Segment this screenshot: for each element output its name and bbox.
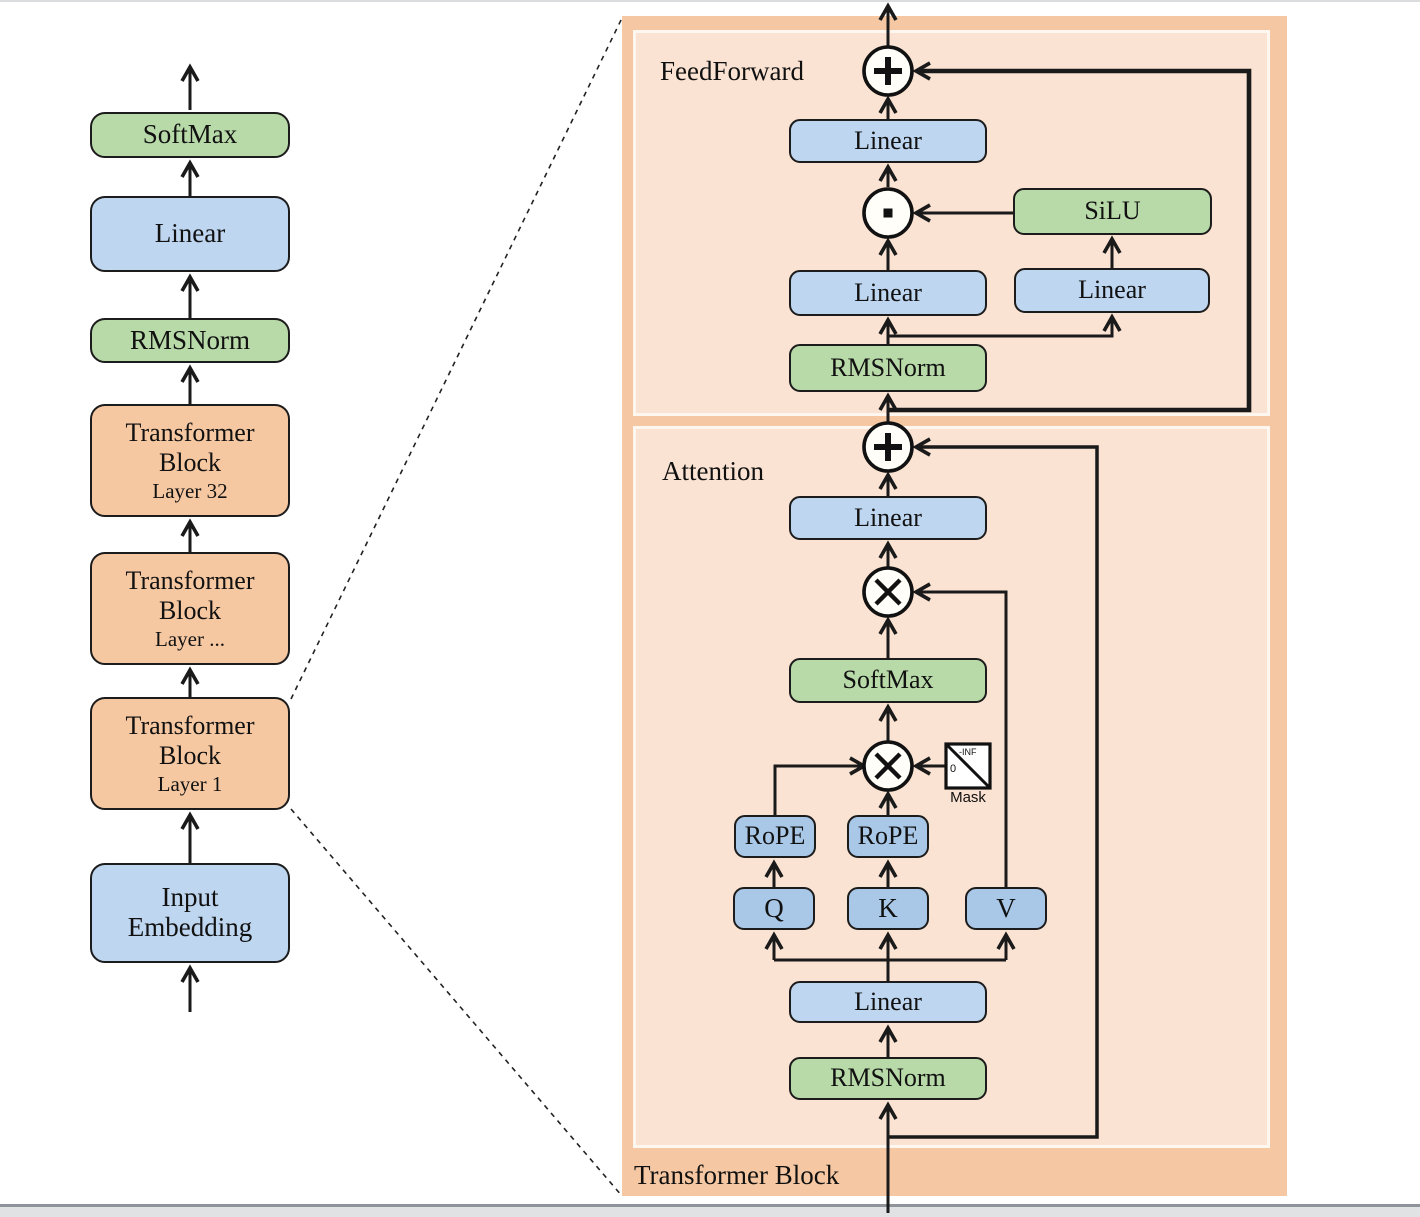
left-transformer-block-32: Transformer Block Layer 32 (90, 404, 290, 517)
left-linear-label: Linear (154, 218, 226, 249)
attention-section-label: Attention (662, 456, 764, 486)
attn-output-linear-box: Linear (789, 496, 987, 540)
attn-output-linear-label: Linear (854, 502, 922, 532)
attn-v-box: V (965, 887, 1047, 930)
left-input-embedding-box: Input Embedding (90, 863, 290, 963)
attn-softmax-box: SoftMax (789, 658, 987, 703)
feedforward-section-label: FeedForward (660, 56, 804, 86)
attn-rope-k-label: RoPE (857, 821, 919, 851)
attn-softmax-label: SoftMax (842, 665, 934, 695)
left-linear-box: Linear (90, 196, 290, 272)
ff-gate-linear-label: Linear (854, 277, 922, 307)
block-subtitle: Layer ... (155, 626, 225, 651)
attn-q-box: Q (733, 887, 815, 930)
attn-rmsnorm-label: RMSNorm (830, 1063, 946, 1093)
attn-q-label: Q (764, 892, 784, 923)
attn-v-label: V (996, 892, 1016, 923)
feedforward-residual-wire (888, 61, 1252, 413)
input-embedding-label: Input Embedding (127, 882, 253, 942)
top-frame-line (0, 0, 1420, 2)
matmul-icon-qk (862, 740, 914, 792)
left-transformer-block-1: Transformer Block Layer 1 (90, 697, 290, 810)
block-title: Transformer Block (125, 418, 255, 477)
matmul-icon-scores-v (862, 566, 914, 618)
transformer-block-panel-label: Transformer Block (634, 1160, 840, 1190)
left-rmsnorm-label: RMSNorm (129, 324, 251, 355)
block-title: Transformer Block (125, 711, 255, 770)
attn-k-label: K (878, 892, 898, 923)
left-softmax-box: SoftMax (90, 112, 290, 158)
mask-caption: Mask (950, 789, 986, 806)
attn-qkv-linear-box: Linear (789, 981, 987, 1023)
ff-silu-label: SiLU (1084, 196, 1141, 226)
ff-up-linear-box: Linear (1014, 268, 1210, 313)
ff-silu-box: SiLU (1013, 188, 1212, 235)
attn-rope-q-label: RoPE (744, 821, 806, 851)
add-icon-feedforward (862, 45, 914, 97)
feedforward-wires (878, 2, 1122, 344)
block-subtitle: Layer 32 (152, 478, 228, 503)
block-subtitle: Layer 1 (157, 771, 223, 796)
elementwise-product-icon (862, 187, 914, 239)
attention-wires (764, 392, 1016, 1213)
left-rmsnorm-box: RMSNorm (90, 318, 290, 363)
attn-rope-q-box: RoPE (734, 815, 816, 858)
zoom-guide-lines (290, 17, 623, 1197)
ff-output-linear-label: Linear (854, 125, 922, 155)
attention-residual-wire (888, 437, 1099, 1139)
attn-rope-k-box: RoPE (847, 815, 929, 858)
bottom-frame-line (0, 1204, 1420, 1207)
ff-up-linear-label: Linear (1078, 275, 1146, 305)
ff-output-linear-box: Linear (789, 119, 987, 163)
mask-zero-label: 0 (950, 763, 957, 775)
ff-rmsnorm-label: RMSNorm (830, 352, 946, 382)
attn-k-box: K (847, 887, 929, 930)
attn-rmsnorm-box: RMSNorm (789, 1057, 987, 1100)
bottom-frame-band (0, 1207, 1420, 1217)
mask-icon (944, 742, 992, 790)
ff-gate-linear-box: Linear (789, 270, 987, 316)
block-title: Transformer Block (125, 566, 255, 625)
attn-qkv-linear-label: Linear (854, 986, 922, 1016)
add-icon-attention (862, 421, 914, 473)
mask-neg-inf-label: -INF (959, 747, 977, 757)
left-transformer-block-dots: Transformer Block Layer ... (90, 552, 290, 665)
ff-rmsnorm-box: RMSNorm (789, 344, 987, 392)
left-softmax-label: SoftMax (142, 119, 238, 150)
